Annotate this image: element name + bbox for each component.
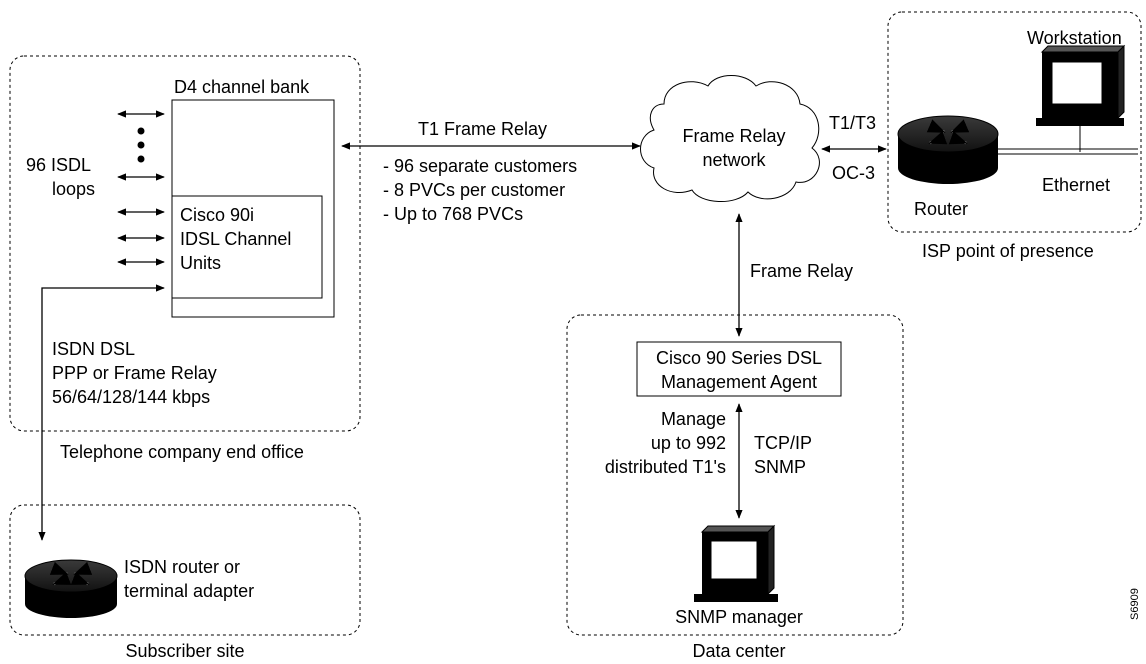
datacenter-region <box>566 314 904 636</box>
telco-region <box>9 55 361 432</box>
isp-router-icon <box>897 115 999 184</box>
snmp-manager-icon <box>694 524 778 602</box>
oc3-label: OC-3 <box>832 163 876 183</box>
cisco-90i-label-line3: Units <box>180 253 222 273</box>
router-label: Router <box>914 199 969 219</box>
manage-label-line2: up to 992 <box>650 433 726 453</box>
workstation-icon <box>1036 44 1126 126</box>
subscriber-region-label: Subscriber site <box>125 641 245 661</box>
t1-frame-relay-label: T1 Frame Relay <box>418 119 548 139</box>
isdn-dsl-label-line1: ISDN DSL <box>52 339 136 359</box>
management-agent-label-line2: Management Agent <box>660 372 818 392</box>
frame-relay-cloud <box>640 75 820 203</box>
t1-bullet-1: - 96 separate customers <box>383 156 578 176</box>
tcpip-label: TCP/IP <box>754 433 813 453</box>
t1-bullet-3: - Up to 768 PVCs <box>383 204 524 224</box>
management-agent-label-line1: Cisco 90 Series DSL <box>655 348 823 368</box>
snmp-label: SNMP <box>754 457 807 477</box>
frame-relay-network-label-line1: Frame Relay <box>682 126 786 146</box>
frame-relay-network-label-line2: network <box>702 150 766 170</box>
isdn-dsl-link <box>38 284 165 541</box>
ellipsis-dot <box>137 141 145 149</box>
isdn-dsl-label-line3: 56/64/128/144 kbps <box>52 387 211 407</box>
isdl-loops-label-line1: 96 ISDL <box>26 155 92 175</box>
t1-t3-label: T1/T3 <box>829 113 877 133</box>
isp-region <box>887 11 1142 233</box>
isp-region-label: ISP point of presence <box>922 241 1094 261</box>
ethernet-label: Ethernet <box>1042 175 1111 195</box>
snmp-manager-label: SNMP manager <box>675 607 803 627</box>
manage-label-line1: Manage <box>660 409 726 429</box>
workstation-label: Workstation <box>1027 28 1122 48</box>
ellipsis-dot <box>137 155 145 163</box>
isdl-loops-label-line2: loops <box>52 179 96 199</box>
cisco-90i-box <box>171 195 323 299</box>
isdn-router-icon <box>24 559 118 618</box>
isdn-router-label-line1: ISDN router or <box>124 557 241 577</box>
cisco-90i-label-line2: IDSL Channel <box>180 229 292 249</box>
manage-label-line3: distributed T1's <box>604 457 726 477</box>
t1-bullet-2: - 8 PVCs per customer <box>383 180 566 200</box>
management-agent-box <box>636 341 842 397</box>
telco-region-label: Telephone company end office <box>60 442 304 462</box>
isdn-router-label-line2: terminal adapter <box>124 581 255 601</box>
isdn-dsl-label-line2: PPP or Frame Relay <box>52 363 217 383</box>
d4-channel-bank-label: D4 channel bank <box>174 77 310 97</box>
figure-id: S6909 <box>1129 588 1141 620</box>
ellipsis-dot <box>137 127 145 135</box>
cisco-90i-label-line1: Cisco 90i <box>180 205 255 225</box>
frame-relay-vertical-label: Frame Relay <box>750 261 854 281</box>
datacenter-region-label: Data center <box>692 641 786 661</box>
